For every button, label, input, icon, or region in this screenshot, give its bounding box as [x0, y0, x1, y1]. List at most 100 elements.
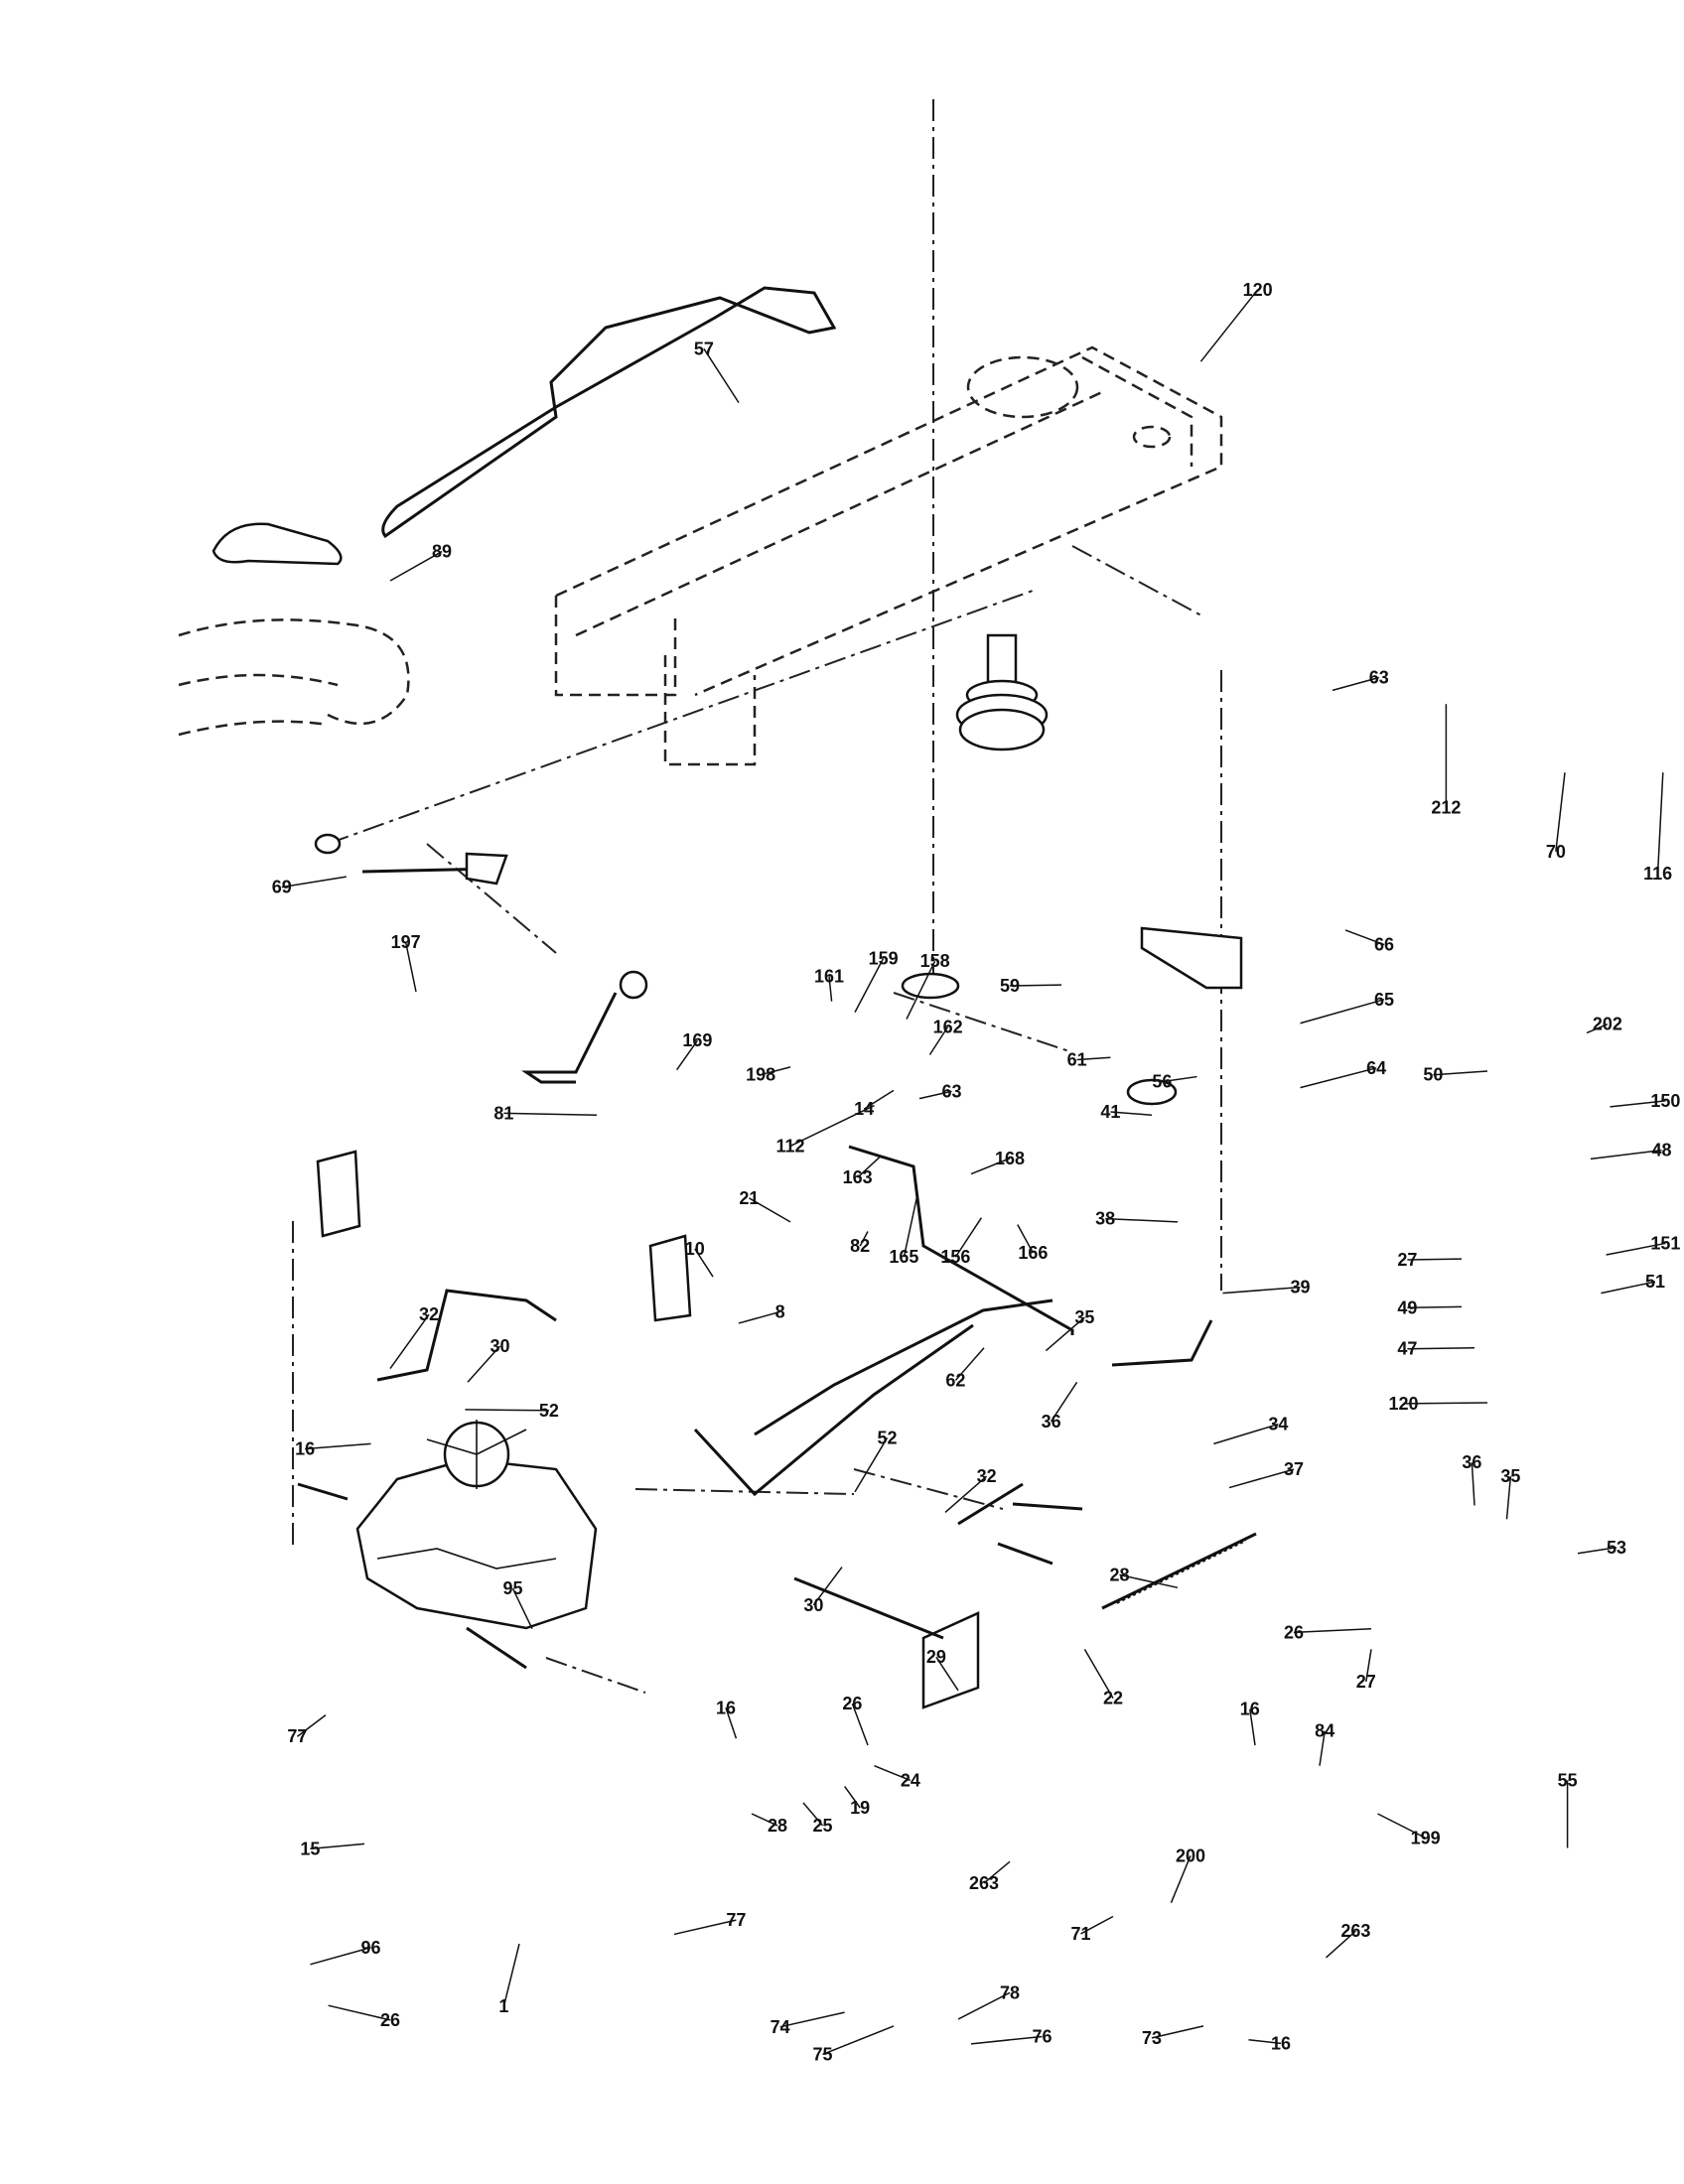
- leader-line: [1403, 1402, 1488, 1405]
- lever-8: [521, 992, 618, 1084]
- leader-line: [673, 1919, 737, 1936]
- part-number-label: 161: [814, 966, 844, 986]
- leader-line: [1017, 1224, 1035, 1254]
- leader-line: [863, 1089, 895, 1110]
- idler-pulley-63: [955, 633, 1049, 751]
- part-number-label: 29: [926, 1647, 946, 1667]
- rod-53: [1111, 1319, 1213, 1367]
- bracket-30a: [316, 1150, 361, 1238]
- leader-line: [1162, 1075, 1197, 1083]
- leader-line: [1407, 1305, 1463, 1309]
- leader-line: [1045, 1316, 1085, 1352]
- leader-line: [957, 1991, 1011, 2020]
- pulley-38: [901, 972, 960, 1000]
- leader-line: [749, 1197, 791, 1223]
- part-number-label: 112: [775, 1136, 804, 1156]
- part-number-label: 169: [682, 1030, 712, 1050]
- part-number-label: 158: [920, 951, 950, 971]
- part-number-label: 120: [1243, 280, 1273, 300]
- leader-line: [694, 1248, 714, 1278]
- part-number-label: 28: [768, 1816, 787, 1836]
- part-number-label: 63: [1369, 668, 1389, 688]
- rod-22: [693, 1323, 974, 1497]
- part-number-label: 70: [1546, 842, 1566, 862]
- part-number-label: 74: [771, 2017, 790, 2037]
- assembly-lines: [292, 99, 1222, 1694]
- part-number-label: 263: [1340, 1921, 1370, 1941]
- part-number-label: 78: [1000, 1982, 1020, 2002]
- part-number-label: 61: [1067, 1050, 1087, 1070]
- leader-line: [802, 1802, 824, 1827]
- part-number-label: 27: [1397, 1250, 1417, 1270]
- leader-line: [1228, 1468, 1295, 1489]
- part-number-label: 16: [1240, 1700, 1260, 1719]
- part-number-label: 66: [1374, 935, 1394, 955]
- leader-line: [1199, 289, 1259, 362]
- part-number-label: 64: [1366, 1058, 1386, 1078]
- leader-line: [857, 1156, 882, 1178]
- leader-line: [851, 1703, 869, 1746]
- part-number-label: 81: [493, 1103, 513, 1123]
- part-number-label: 27: [1356, 1672, 1376, 1692]
- pulley-47: [1126, 1078, 1178, 1106]
- leader-line: [859, 1231, 869, 1247]
- leader-line: [1377, 1813, 1426, 1840]
- bracket-30b: [648, 1234, 692, 1322]
- part-number-label: 75: [812, 2044, 832, 2064]
- leader-line: [328, 2004, 391, 2021]
- part-number-label: 32: [419, 1304, 439, 1324]
- leader-line: [1248, 2038, 1282, 2045]
- leader-line: [1590, 1149, 1662, 1160]
- part-number-label: 53: [1607, 1538, 1626, 1558]
- leader-line: [1050, 1381, 1078, 1423]
- pin-84: [957, 1482, 1083, 1566]
- part-number-label: 26: [842, 1694, 862, 1713]
- part-number-label: 35: [1074, 1307, 1094, 1327]
- part-number-label: 1: [498, 1996, 508, 2016]
- part-number-label: 56: [1152, 1072, 1172, 1092]
- leader-line: [389, 550, 443, 582]
- part-number-label: 199: [1411, 1828, 1441, 1847]
- part-number-label: 96: [360, 1938, 380, 1958]
- leader-line: [305, 1442, 371, 1450]
- leader-line: [310, 1947, 371, 1966]
- leader-line: [854, 1437, 889, 1493]
- leader-line: [465, 1409, 549, 1412]
- part-number-label: 49: [1397, 1297, 1417, 1317]
- leader-line: [906, 960, 936, 1020]
- leader-line: [738, 1310, 780, 1324]
- leader-line: [970, 2035, 1043, 2045]
- part-number-label: 28: [1109, 1565, 1129, 1584]
- part-number-label: 52: [877, 1428, 897, 1447]
- rod-28: [754, 1298, 1053, 1436]
- leader-line: [1119, 1573, 1179, 1589]
- part-number-label: 30: [490, 1336, 509, 1356]
- leader-line: [1610, 1100, 1666, 1108]
- leader-line: [1407, 1347, 1475, 1350]
- leader-line: [1105, 1217, 1179, 1223]
- part-number-label: 200: [1176, 1845, 1205, 1865]
- leader-line: [1344, 929, 1385, 946]
- part-number-label: 165: [889, 1247, 918, 1267]
- part-number-label: 21: [739, 1188, 759, 1208]
- part-number-label: 32: [977, 1466, 997, 1486]
- leader-line: [1332, 676, 1379, 692]
- leader-line: [511, 1587, 533, 1630]
- rod-71: [793, 1576, 944, 1640]
- leader-line: [281, 876, 347, 888]
- knob-21: [619, 970, 648, 1000]
- leader-line: [1293, 1627, 1372, 1634]
- leader-line: [1606, 1242, 1666, 1256]
- part-number-label: 14: [854, 1099, 874, 1119]
- part-number-label: 95: [502, 1578, 522, 1598]
- part-number-label: 10: [685, 1239, 705, 1259]
- leader-line: [779, 2011, 845, 2028]
- bracket-48: [1140, 926, 1243, 990]
- part-number-label: 16: [1271, 2033, 1291, 2053]
- leader-line: [389, 1313, 430, 1369]
- part-number-label: 16: [295, 1438, 315, 1458]
- part-number-label: 25: [812, 1816, 832, 1836]
- rod-34: [848, 1145, 1074, 1335]
- part-number-label: 26: [380, 2010, 400, 2030]
